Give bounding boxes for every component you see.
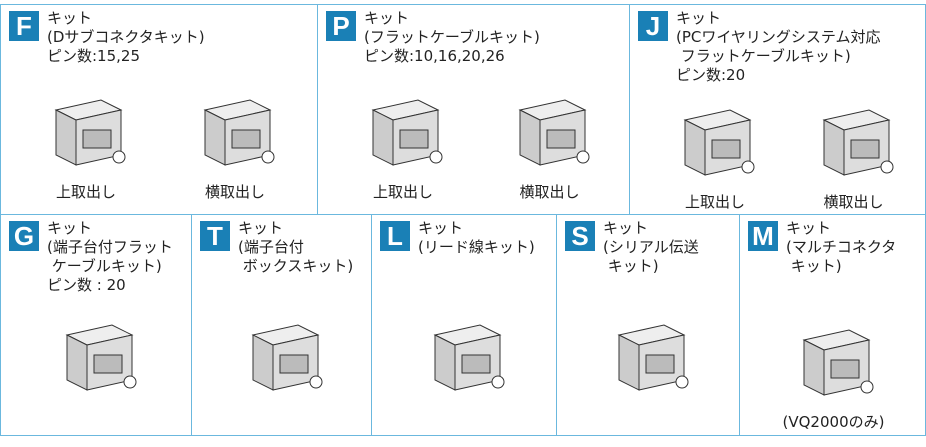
- kit-title: キット: [603, 219, 649, 237]
- product-note: (VQ2000のみ): [782, 413, 885, 431]
- kit-text: キット(端子台付フラット ケーブルキット)ピン数 : 20: [47, 219, 173, 295]
- kit-letter-badge: G: [9, 221, 39, 251]
- kit-cell-S: S キット(シリアル伝送 キット): [556, 214, 740, 436]
- kit-text: キット(リード線キット): [418, 219, 535, 257]
- product-caption: 上取出し: [372, 183, 433, 201]
- kit-letter-badge: T: [200, 221, 230, 251]
- product-image-0: 上取出し: [348, 85, 458, 202]
- kit-title: キット: [47, 219, 93, 237]
- kit-description: (フラットケーブルキット): [364, 28, 540, 46]
- pin-count: ピン数:10,16,20,26: [364, 47, 505, 65]
- product-image: [594, 310, 704, 400]
- product-image-0: 上取出し: [31, 85, 141, 202]
- kit-title: キット: [47, 9, 93, 27]
- kit-description: (Dサブコネクタキット): [47, 28, 205, 46]
- kit-letter-badge: P: [326, 11, 356, 41]
- kit-text: キット(シリアル伝送 キット): [603, 219, 699, 276]
- pin-count: ピン数:20: [676, 66, 746, 84]
- product-caption: 上取出し: [55, 183, 116, 201]
- kit-letter-badge: F: [9, 11, 39, 41]
- kit-letter-badge: J: [638, 11, 668, 41]
- kit-cell-T: T キット(端子台付 ボックスキット): [191, 214, 372, 436]
- kit-title: キット: [418, 219, 464, 237]
- product-caption: 横取出し: [204, 183, 265, 201]
- kit-description: (端子台付 ボックスキット): [238, 238, 354, 275]
- product-image: [42, 310, 152, 400]
- kit-cell-G: G キット(端子台付フラット ケーブルキット)ピン数 : 20: [0, 214, 192, 436]
- product-image: [410, 310, 520, 400]
- product-image-1: 横取出し: [495, 85, 605, 202]
- kit-title: キット: [676, 9, 722, 27]
- product-image-0: 上取出し: [660, 95, 770, 212]
- kit-cell-P: P キット(フラットケーブルキット)ピン数:10,16,20,26 上取出し 横取出し: [317, 4, 630, 215]
- kit-description: (シリアル伝送 キット): [603, 238, 699, 275]
- kit-cell-F: F キット(Dサブコネクタキット)ピン数:15,25 上取出し 横取出し: [0, 4, 318, 215]
- pin-count: ピン数:15,25: [47, 47, 140, 65]
- pin-count: ピン数 : 20: [47, 276, 126, 294]
- kit-letter-badge: S: [565, 221, 595, 251]
- kit-description: (PCワイヤリングシステム対応 フラットケーブルキット): [676, 28, 881, 65]
- kit-letter-badge: M: [748, 221, 778, 251]
- product-image-1: 横取出し: [180, 85, 290, 202]
- kit-description: (マルチコネクタ キット): [786, 238, 897, 275]
- kit-text: キット(Dサブコネクタキット)ピン数:15,25: [47, 9, 205, 66]
- kit-title: キット: [364, 9, 410, 27]
- kit-title: キット: [238, 219, 284, 237]
- kit-text: キット(フラットケーブルキット)ピン数:10,16,20,26: [364, 9, 540, 66]
- product-image-1: 横取出し: [799, 95, 909, 212]
- kit-cell-L: L キット(リード線キット): [371, 214, 557, 436]
- product-image: (VQ2000のみ): [779, 315, 889, 432]
- kit-description: (端子台付フラット ケーブルキット): [47, 238, 173, 275]
- kit-text: キット(端子台付 ボックスキット): [238, 219, 353, 276]
- kit-text: キット(マルチコネクタ キット): [786, 219, 896, 276]
- kit-cell-J: J キット(PCワイヤリングシステム対応 フラットケーブルキット)ピン数:20 上取…: [629, 4, 926, 215]
- kit-cell-M: M キット(マルチコネクタ キット) (VQ2000のみ): [739, 214, 926, 436]
- product-image: [228, 310, 338, 400]
- product-caption: 横取出し: [823, 193, 884, 211]
- kit-letter-badge: L: [380, 221, 410, 251]
- product-caption: 上取出し: [684, 193, 745, 211]
- kit-description: (リード線キット): [418, 238, 535, 256]
- product-caption: 横取出し: [519, 183, 580, 201]
- kit-text: キット(PCワイヤリングシステム対応 フラットケーブルキット)ピン数:20: [676, 9, 880, 85]
- kit-title: キット: [786, 219, 832, 237]
